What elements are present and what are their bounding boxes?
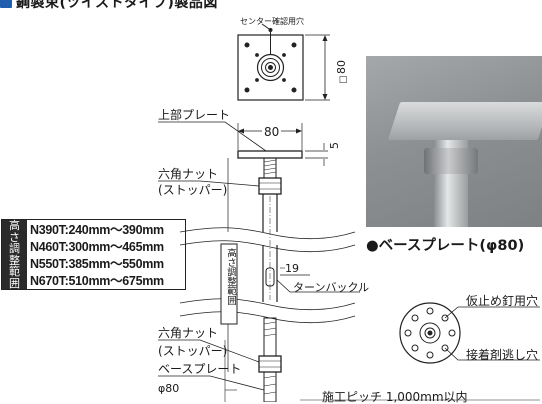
range-label-char: さ — [9, 230, 20, 244]
upper-plate-label: 上部プレート — [158, 108, 231, 122]
dimension-5: 5 — [328, 142, 341, 149]
height-adjust-vertical-label: 高さ調整範囲 — [225, 248, 236, 305]
product-photo — [366, 56, 542, 227]
range-label-char: 高 — [9, 219, 20, 232]
upper-hex-nut-label: 六角ナット — [158, 167, 219, 181]
phi80-label: φ80 — [158, 382, 180, 395]
range-label-char: 範 — [9, 265, 20, 278]
square-mark: □ — [338, 75, 348, 85]
height-range-list: N390T:240mm～390mm N460T:300mm～465mm N550… — [27, 220, 164, 289]
title-bar: 鋼製束(ツイストタイプ)製品図 — [0, 0, 218, 11]
page-title: 鋼製束(ツイストタイプ)製品図 — [16, 0, 218, 11]
range-label-char: 調 — [9, 242, 20, 255]
center-hole-label: センター確認用穴 — [240, 17, 304, 26]
adhesive-hole-label: 接着剤逃し穴 — [466, 348, 539, 362]
height-adjust-dimension — [220, 158, 238, 372]
base-plate-caption: ●ベースプレート(φ80) — [366, 238, 525, 254]
range-item-n460t: N460T:300mm～465mm — [30, 239, 164, 254]
range-label-char: 囲 — [9, 276, 20, 290]
upper-stopper-label: (ストッパー) — [158, 183, 228, 197]
base-plate-label: ベースプレート — [158, 362, 242, 376]
range-label-char: 整 — [9, 253, 20, 267]
height-range-table: 高 さ 調 整 範 囲 N390T:240mm～390mm N460T:300m… — [1, 219, 186, 290]
height-range-label: 高 さ 調 整 範 囲 — [2, 220, 27, 289]
plan-view-upper-plate — [237, 23, 330, 101]
dimension-19: 19 — [285, 262, 299, 275]
lower-stopper-label: (ストッパー) — [158, 344, 228, 358]
lower-assembly — [158, 317, 282, 402]
side-dimension-80: 80 □ — [335, 60, 350, 86]
title-badge-icon — [0, 0, 12, 8]
photo-plate — [387, 102, 542, 140]
range-item-n390t: N390T:240mm～390mm — [30, 222, 164, 237]
lower-hex-nut-label: 六角ナット — [158, 326, 219, 340]
elevation-upper-plate — [158, 121, 328, 166]
base-plate-plan — [399, 302, 540, 364]
range-item-n550t: N550T:385mm～550mm — [30, 256, 164, 271]
dim-80-side-value: 80 — [335, 60, 348, 74]
turnbuckle-body — [179, 194, 360, 324]
nail-hole-label: 仮止め釘用穴 — [466, 294, 539, 308]
top-dimension-80: 80 — [262, 125, 282, 139]
pitch-note: 施工ピッチ 1,000mm以内 — [322, 390, 468, 404]
range-item-n670t: N670T:510mm～675mm — [30, 273, 164, 288]
turnbuckle-label: ターンバックル — [293, 281, 370, 294]
upper-threaded-rod — [158, 157, 282, 195]
photo-nut — [424, 148, 478, 174]
